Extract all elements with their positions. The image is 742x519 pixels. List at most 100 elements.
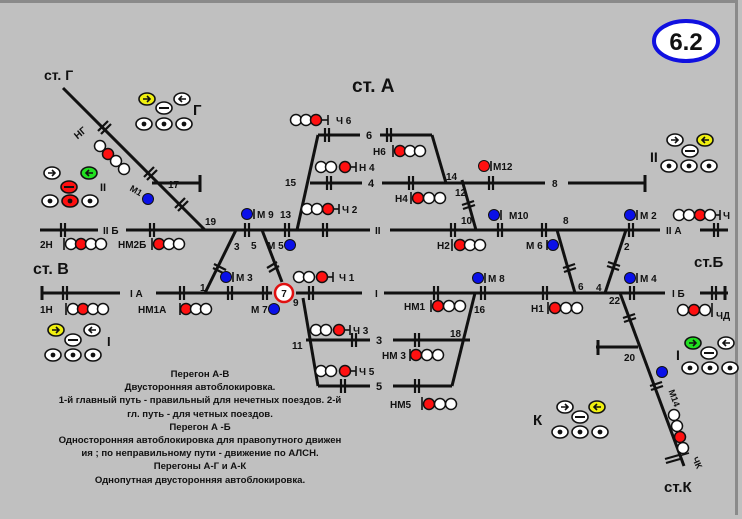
switch-19: 19 — [205, 217, 217, 228]
indicator-lamp — [64, 348, 82, 362]
indicator-lamp — [681, 361, 699, 375]
switch-5: 5 — [251, 241, 257, 252]
indicator-lamp — [700, 159, 718, 173]
block-group-ii-right: II — [650, 133, 718, 173]
signal-chk[interactable]: ЧК — [667, 408, 705, 471]
indicator-lamp — [701, 361, 719, 375]
signal-m8[interactable]: М 8 — [472, 272, 506, 286]
switch-9: 9 — [293, 298, 299, 309]
signal-2n-label: 2Н — [40, 240, 53, 251]
signal-m7[interactable]: М 7 — [251, 303, 280, 317]
switch-6: 6 — [578, 282, 584, 293]
signal-ch1[interactable]: Ч 1 — [292, 270, 355, 285]
figure-number-badge: 6.2 — [652, 19, 720, 63]
signal-ch6[interactable]: Ч 6 — [289, 113, 352, 128]
indicator-lamp — [660, 159, 678, 173]
signal-n6[interactable]: Н6 — [373, 144, 427, 158]
switch-13: 13 — [280, 210, 292, 221]
switch-1: 1 — [200, 283, 206, 294]
switch-15: 15 — [285, 178, 297, 189]
signal-nm1[interactable]: НМ1 — [404, 299, 467, 313]
indicator-lamp — [135, 117, 153, 131]
signal-m9[interactable]: М 9 — [241, 208, 275, 222]
switch-2: 2 — [624, 242, 630, 253]
indicator-lamp — [60, 180, 78, 194]
signal-m2-label: М 2 — [640, 211, 657, 222]
signal-ch-label: Ч — [723, 211, 730, 222]
signal-chk-label: ЧК — [690, 455, 704, 470]
signal-ng[interactable]: НГ — [72, 125, 131, 176]
switch-20: 20 — [624, 353, 636, 364]
signal-nm3[interactable]: НМ 3 — [382, 348, 445, 362]
switch-18: 18 — [450, 329, 462, 340]
track-label-8: 8 — [552, 179, 558, 190]
indicator-lamp — [41, 194, 59, 208]
signal-ch4-label: Н 4 — [359, 163, 375, 174]
signal-m2[interactable]: М 2 — [624, 209, 658, 223]
signal-1n[interactable]: 1Н — [40, 302, 110, 316]
station-k-label: ст.К — [664, 479, 693, 496]
signal-ch4[interactable]: Н 4 — [314, 160, 376, 175]
indicator-lamp — [155, 101, 173, 115]
indicator-lamp — [155, 117, 173, 131]
signal-1n-label: 1Н — [40, 305, 53, 316]
signal-ch3-label: Ч 3 — [353, 326, 369, 337]
signal-m3-label: М 3 — [236, 273, 253, 284]
switch-7-marker[interactable]: 7 — [273, 282, 295, 304]
tracks — [40, 86, 728, 467]
signal-m12-label: М12 — [493, 162, 513, 173]
signal-m10[interactable]: М10 — [488, 209, 529, 223]
station-g-label: ст. Г — [44, 67, 73, 83]
signal-m3[interactable]: М 3 — [220, 271, 254, 285]
signal-m8-label: М 8 — [488, 274, 505, 285]
insulated-joints — [59, 120, 720, 465]
note-line: Двусторонняя автоблокировка. — [124, 382, 276, 394]
signal-2n[interactable]: 2Н — [40, 237, 108, 251]
block-group-i-left-label: I — [107, 334, 111, 349]
indicator-lamp — [47, 323, 65, 337]
indicator-lamp — [175, 117, 193, 131]
signal-m4[interactable]: М 4 — [624, 272, 658, 286]
indicator-lamp — [84, 348, 102, 362]
indicator-lamp — [681, 144, 699, 158]
signal-chd[interactable]: ЧД — [676, 303, 731, 322]
section-notes: Перегон А-В Двусторонняя автоблокировка.… — [40, 368, 360, 487]
signal-n1[interactable]: Н1 — [531, 301, 584, 315]
indicator-lamp — [696, 133, 714, 147]
block-group-g-label: Г — [193, 102, 202, 119]
signal-nm2b[interactable]: НМ2Б — [118, 237, 186, 251]
station-v-label: ст. В — [33, 261, 69, 278]
indicator-lamp — [721, 361, 739, 375]
block-group-ii-left: II — [41, 166, 106, 208]
signal-n2[interactable]: Н2 — [437, 238, 487, 252]
note-line: Однопутная двусторонняя автоблокировка. — [94, 474, 306, 486]
indicator-lamp — [44, 348, 62, 362]
signal-m5[interactable]: М 5 — [267, 239, 296, 253]
signal-nm5[interactable]: НМ5 — [390, 397, 458, 411]
signal-nm1a[interactable]: НМ1А — [138, 302, 213, 316]
indicator-lamp — [588, 400, 606, 414]
signal-m6[interactable]: М 6 — [526, 239, 559, 253]
indicator-lamp — [551, 425, 569, 439]
block-group-k-label: К — [533, 412, 543, 429]
indicator-lamp — [138, 92, 156, 106]
station-b-label: ст.Б — [694, 254, 724, 271]
signal-m5-label: М 5 — [267, 241, 284, 252]
switch-14: 14 — [446, 172, 458, 183]
signal-ch2[interactable]: Ч 2 — [300, 202, 358, 217]
note-line: Односторонняя автоблокировка для правопу… — [58, 435, 342, 447]
signal-chd-label: ЧД — [716, 311, 730, 322]
signal-ch5[interactable]: Ч 5 — [314, 364, 375, 379]
signal-ch[interactable]: Ч — [672, 208, 731, 223]
signal-n4[interactable]: Н4 — [395, 191, 447, 205]
signal-m12[interactable]: М12 — [478, 160, 513, 174]
indicator-lamp — [700, 346, 718, 360]
signal-nm1-label: НМ1 — [404, 302, 426, 313]
track-label-ib: I Б — [672, 289, 685, 300]
signal-ch3[interactable]: Ч 3 — [309, 323, 369, 338]
track-label-6: 6 — [366, 130, 372, 142]
signal-ch2-label: Ч 2 — [342, 205, 358, 216]
signal-ch5-label: Ч 5 — [359, 367, 375, 378]
indicator-lamp — [83, 323, 101, 337]
note-line: ия ; по неправильному пути - движение по… — [81, 448, 319, 460]
